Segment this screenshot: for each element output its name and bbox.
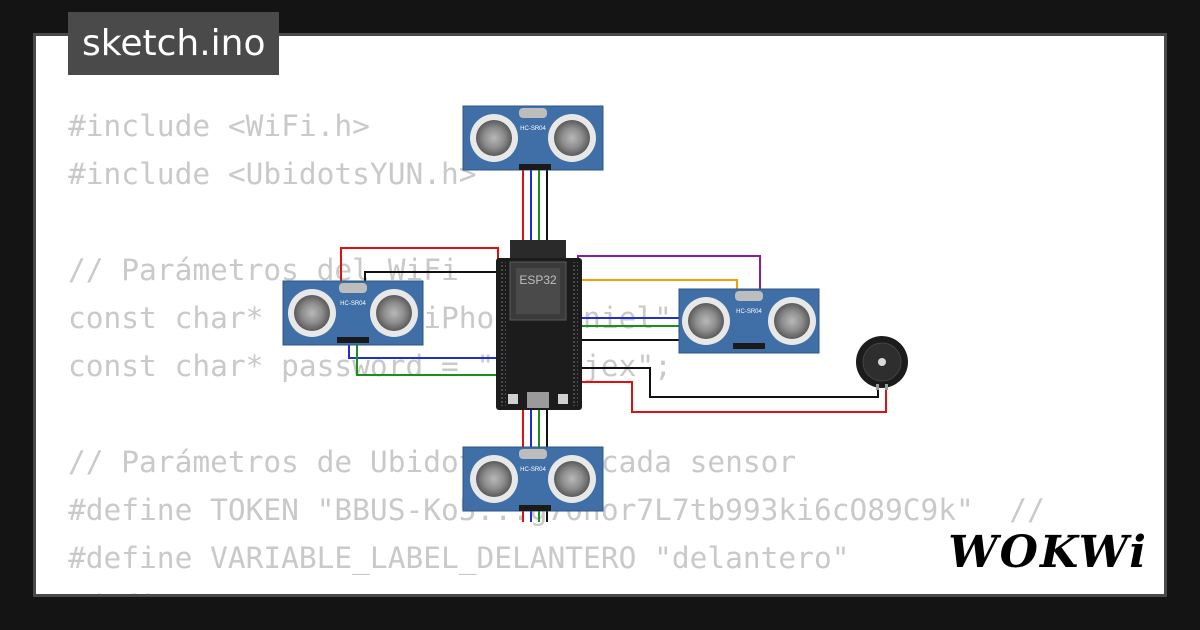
file-tab[interactable]: sketch.ino [68,12,280,75]
sensor-label: HC-SR04 [520,126,546,132]
code-line: #define VARIABLE_LABEL_DELANTERO "delant… [68,541,850,575]
wokwi-logo: WOKWi [948,527,1148,578]
wire-left-trig [348,343,530,359]
ultrasonic-sensor-right[interactable]: HC-SR04 [678,288,820,354]
ultrasonic-sensor-left[interactable]: HC-SR04 [282,280,424,346]
ultrasonic-sensor-top[interactable]: HC-SR04 [462,105,604,171]
buzzer[interactable] [856,336,908,390]
wire-buzzer-sig [580,381,887,413]
wire-buzzer-gnd [580,367,879,398]
ultrasonic-sensor-bottom[interactable]: HC-SR04 [462,446,604,512]
sensor-label: HC-SR04 [340,301,366,307]
code-line: #define VARIABLE_LABEL_TRASERO "trasero" [68,582,1045,594]
code-line: #include <WiFi.h> [68,109,370,143]
code-preview: #include <WiFi.h> #include <UbidotsYUN.h>… [68,102,1045,594]
code-line: #include <UbidotsYUN.h> [68,157,477,191]
esp32-board[interactable]: ESP32 [496,240,582,410]
esp32-label: ESP32 [519,273,557,287]
sensor-label: HC-SR04 [736,309,762,315]
sensor-label: HC-SR04 [520,467,546,473]
code-line: #define TOKEN "BBUS-Ko5...g70nor7L7tb993… [68,493,1045,527]
